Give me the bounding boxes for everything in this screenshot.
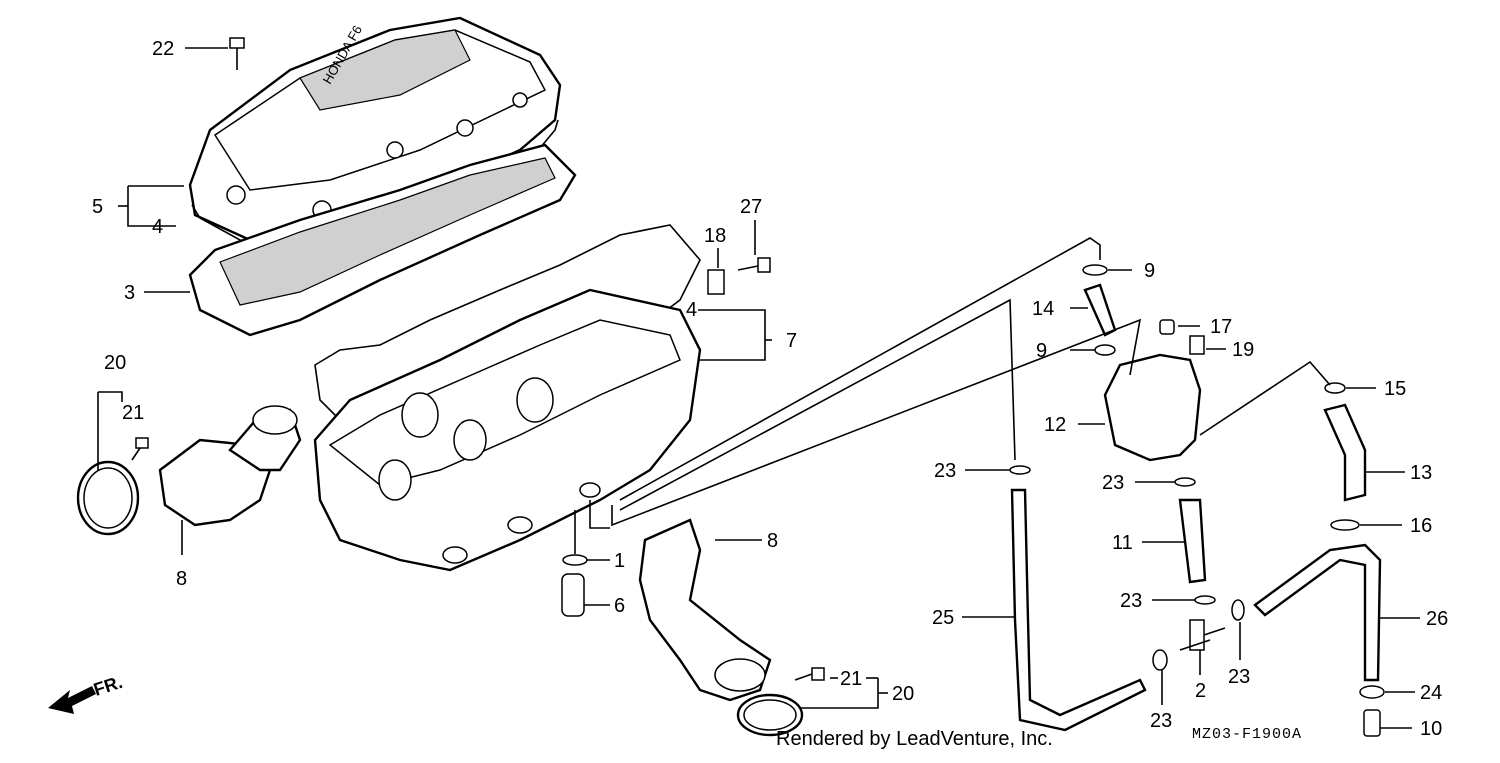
- air-cleaner-case: [313, 288, 702, 572]
- leader-lines: [97, 47, 1420, 729]
- callout-23: 23: [1150, 710, 1172, 732]
- callout-10: 10: [1420, 718, 1442, 740]
- cap-17: [1159, 319, 1175, 335]
- air-cleaner-cover: HONDA F6: [188, 16, 562, 242]
- callout-4: 4: [686, 299, 697, 321]
- callout-18: 18: [704, 225, 726, 247]
- callout-13: 13: [1410, 462, 1432, 484]
- clip-18: [707, 269, 725, 295]
- callout-23: 23: [934, 460, 956, 482]
- clip-23-e: [1152, 649, 1168, 671]
- clip-1: [562, 554, 588, 566]
- clip-23-a: [1009, 465, 1031, 475]
- clip-16: [1330, 519, 1360, 531]
- bolt-22: [229, 37, 245, 70]
- clip-23-b: [1174, 477, 1196, 487]
- callout-23: 23: [1228, 666, 1250, 688]
- callout-4: 4: [152, 216, 163, 238]
- tube-13: [1323, 403, 1367, 502]
- callout-22: 22: [152, 38, 174, 60]
- callout-labels: 22 5 4 3 27 18 4 7 20 21 8 8 1 6 21 20 9…: [92, 38, 1448, 740]
- air-funnel-left: [158, 405, 302, 527]
- tube-25: [1010, 488, 1147, 732]
- callout-8: 8: [767, 530, 778, 552]
- callout-20: 20: [104, 352, 126, 374]
- callout-15: 15: [1384, 378, 1406, 400]
- clip-24: [1359, 685, 1385, 699]
- callout-24: 24: [1420, 682, 1442, 704]
- front-direction-arrow: FR.: [48, 672, 125, 714]
- diagram-code: MZ03-F1900A: [1192, 726, 1303, 743]
- clip-23-c: [1194, 595, 1216, 605]
- screw-21-right: [794, 667, 825, 681]
- plug-10: [1363, 709, 1381, 737]
- callout-2: 2: [1195, 680, 1206, 702]
- tube-26: [1253, 543, 1382, 682]
- callout-9: 9: [1144, 260, 1155, 282]
- callout-11: 11: [1112, 532, 1133, 554]
- callout-26: 26: [1426, 608, 1448, 630]
- callout-14: 14: [1032, 298, 1054, 320]
- plug-6: [561, 573, 585, 617]
- screw-21-left: [131, 437, 149, 461]
- callout-21: 21: [122, 402, 144, 424]
- band-right: [736, 693, 804, 737]
- tube-11: [1178, 498, 1207, 584]
- air-filter-element: [188, 143, 577, 337]
- clip-19: [1189, 335, 1205, 355]
- callout-8: 8: [176, 568, 187, 590]
- callout-12: 12: [1044, 414, 1066, 436]
- clip-9-upper: [1082, 264, 1108, 276]
- front-label: FR.: [91, 672, 125, 700]
- callout-6: 6: [614, 595, 625, 617]
- bolt-27: [737, 257, 771, 273]
- callout-25: 25: [932, 607, 954, 629]
- callout-1: 1: [614, 550, 625, 572]
- clip-9-lower: [1094, 344, 1116, 356]
- callout-23: 23: [1120, 590, 1142, 612]
- callout-16: 16: [1410, 515, 1432, 537]
- callout-27: 27: [740, 196, 762, 218]
- credit-text: Rendered by LeadVenture, Inc.: [776, 728, 1053, 750]
- callout-7: 7: [786, 330, 797, 352]
- callout-19: 19: [1232, 339, 1254, 361]
- callout-5: 5: [92, 196, 103, 218]
- callout-9: 9: [1036, 340, 1047, 362]
- clip-23-d: [1231, 599, 1245, 621]
- clip-15: [1324, 382, 1346, 394]
- joint-2: [1179, 619, 1226, 651]
- band-left: [76, 460, 140, 536]
- callout-23: 23: [1102, 472, 1124, 494]
- tube-14: [1083, 283, 1117, 337]
- callout-20: 20: [892, 683, 914, 705]
- callout-21: 21: [840, 668, 862, 690]
- air-funnel-right: [638, 518, 772, 702]
- callout-3: 3: [124, 282, 135, 304]
- breather-separator-12: [1103, 353, 1202, 462]
- callout-17: 17: [1210, 316, 1232, 338]
